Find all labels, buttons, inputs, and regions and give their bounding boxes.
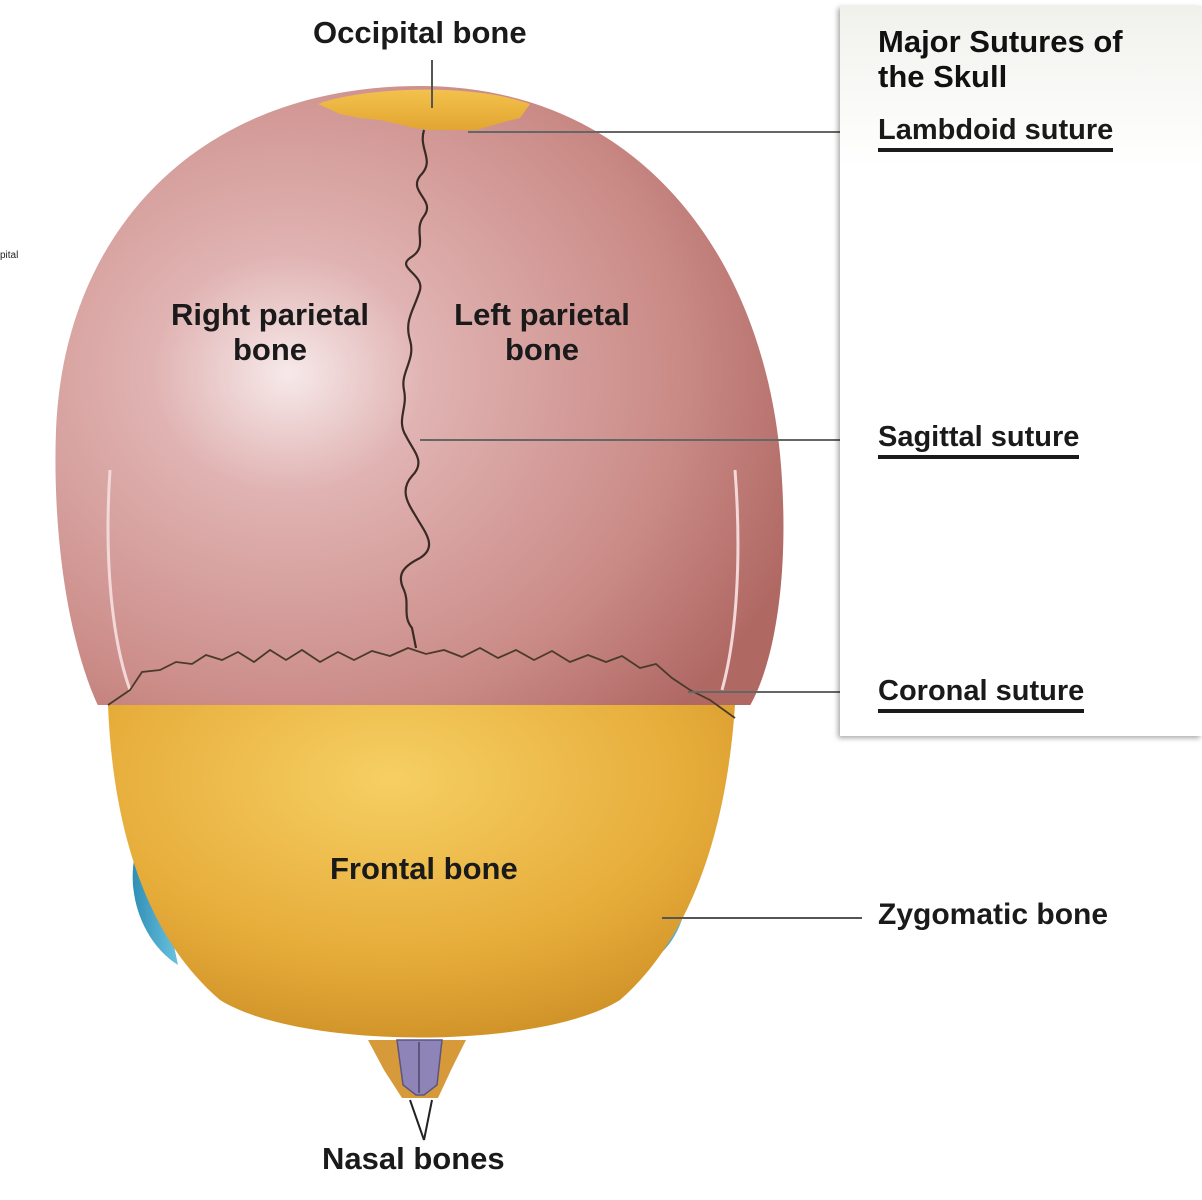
sutures-panel: Major Sutures of the Skull <box>840 6 1202 736</box>
frontal-bone-shape <box>108 667 735 1038</box>
occipital-bone-label: Occipital bone <box>313 15 527 50</box>
sagittal-suture-line <box>399 129 431 649</box>
sagittal-suture-label: Sagittal suture <box>878 421 1080 460</box>
lambdoid-suture-label: Lambdoid suture <box>878 114 1114 153</box>
nasal-bones-label: Nasal bones <box>322 1141 505 1176</box>
nasal-bones-shape <box>368 1039 466 1098</box>
zygomatic-bone-label: Zygomatic bone <box>878 898 1109 931</box>
panel-title: Major Sutures of the Skull <box>878 24 1123 95</box>
coronal-suture-label: Coronal suture <box>878 675 1085 714</box>
panel-title-line1: Major Sutures of <box>878 24 1123 59</box>
parietal-bones-shape <box>55 86 784 705</box>
left-parietal-line1: Left parietal <box>454 297 630 332</box>
left-parietal-bone-label: Left parietal bone <box>432 297 652 367</box>
right-parietal-line1: Right parietal <box>170 297 370 332</box>
right-parietal-bone-label: Right parietal bone <box>150 297 390 367</box>
panel-title-line2: the Skull <box>878 59 1008 95</box>
occipital-bone-shape <box>318 89 530 130</box>
right-parietal-line2: bone <box>232 331 308 367</box>
left-parietal-line2: bone <box>504 331 580 367</box>
cut-off-label: pital <box>0 250 19 261</box>
coronal-suture-line <box>107 646 736 719</box>
frontal-bone-label: Frontal bone <box>330 851 518 886</box>
